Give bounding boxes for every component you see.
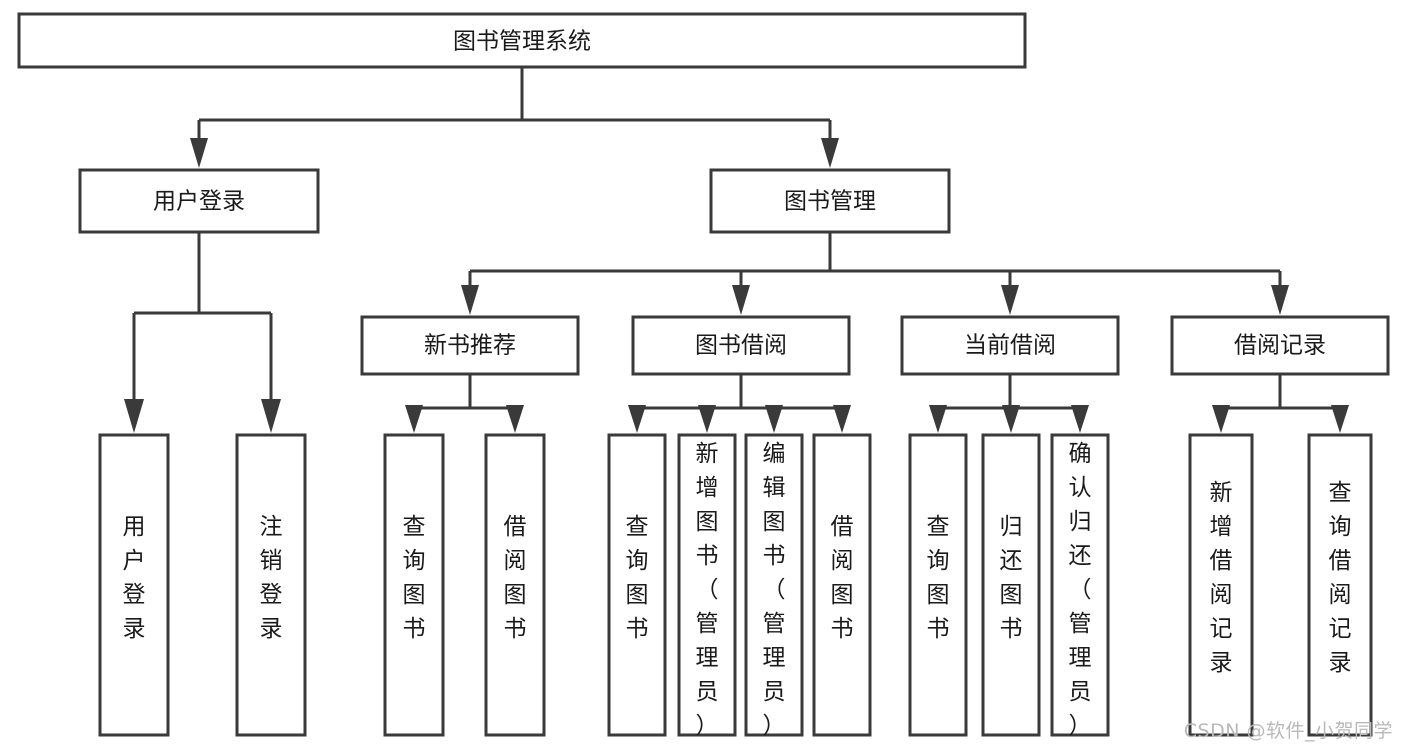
node-book-borrow[interactable]: 图书借阅	[631, 315, 851, 376]
leaf-confirm-return-label: 确认归还（管理员）	[1069, 441, 1092, 739]
node-new-book-recommend[interactable]: 新书推荐	[360, 315, 580, 376]
leaf-return-book[interactable]: 归还图书	[981, 433, 1041, 737]
leaf-edit-book-label: 编辑图书（管理员）	[763, 441, 786, 739]
arrow-head-icon	[1071, 405, 1089, 433]
leaf-add-book[interactable]: 新增图书（管理员）	[677, 433, 737, 739]
node-current-borrow-box[interactable]	[900, 315, 1120, 376]
arrow-head-icon	[1271, 285, 1289, 315]
arrow-head-icon	[929, 405, 947, 433]
arrow-head-icon	[833, 405, 851, 433]
arrow-head-icon	[124, 399, 144, 433]
leaf-borrow-book-a-label: 借阅图书	[504, 514, 527, 642]
connector-group-new-book-rec	[405, 374, 524, 433]
leaf-logout-login[interactable]: 注销登录	[235, 433, 307, 737]
leaf-query-book-b[interactable]: 查询图书	[607, 433, 667, 737]
node-book-management[interactable]: 图书管理	[709, 168, 951, 234]
arrow-head-icon	[190, 138, 208, 168]
node-root-label: 图书管理系统	[453, 29, 591, 55]
leaf-query-book-b-label: 查询图书	[626, 514, 649, 642]
arrow-head-icon	[1212, 405, 1230, 433]
leaf-logout-login-label: 注销登录	[260, 514, 283, 642]
leaf-query-book-c-box[interactable]	[908, 433, 968, 737]
arrow-head-icon	[1001, 285, 1019, 315]
leaf-add-record[interactable]: 新增借阅记录	[1188, 433, 1254, 737]
node-borrow-record[interactable]: 借阅记录	[1170, 315, 1390, 376]
node-user-login-label: 用户登录	[153, 189, 245, 215]
leaf-borrow-book-a[interactable]: 借阅图书	[484, 433, 546, 737]
arrow-head-icon	[732, 285, 750, 315]
leaf-query-book-a-label: 查询图书	[403, 514, 426, 642]
connector-group-user-login	[124, 232, 281, 433]
node-book-borrow-label: 图书借阅	[695, 333, 787, 359]
leaf-query-book-a[interactable]: 查询图书	[383, 433, 445, 737]
node-book-borrow-box[interactable]	[631, 315, 851, 376]
node-user-login[interactable]: 用户登录	[78, 168, 320, 234]
node-book-management-box[interactable]	[709, 168, 951, 234]
leaf-edit-book-box[interactable]	[744, 433, 804, 737]
leaf-borrow-book-b-box[interactable]	[812, 433, 872, 737]
node-root-box[interactable]	[17, 12, 1027, 69]
arrow-head-icon	[628, 405, 646, 433]
leaf-logout-login-box[interactable]	[235, 433, 307, 737]
connector-group-book-mgmt	[461, 232, 1289, 315]
leaf-query-record-box[interactable]	[1307, 433, 1373, 737]
connector-group-borrow-record	[1212, 374, 1349, 433]
node-new-book-recommend-box[interactable]	[360, 315, 580, 376]
node-user-login-box[interactable]	[78, 168, 320, 234]
node-current-borrow[interactable]: 当前借阅	[900, 315, 1120, 376]
leaf-query-book-c-label: 查询图书	[927, 514, 950, 642]
connector-group-current-borrow	[929, 374, 1089, 433]
arrow-head-icon	[506, 405, 524, 433]
arrow-head-icon	[461, 285, 479, 315]
node-book-management-label: 图书管理	[784, 189, 876, 215]
arrow-head-icon	[405, 405, 423, 433]
leaf-return-book-box[interactable]	[981, 433, 1041, 737]
leaf-return-book-label: 归还图书	[1000, 514, 1023, 642]
leaf-edit-book[interactable]: 编辑图书（管理员）	[744, 433, 804, 739]
arrow-head-icon	[1002, 405, 1020, 433]
node-root[interactable]: 图书管理系统	[17, 12, 1027, 69]
leaf-confirm-return[interactable]: 确认归还（管理员）	[1050, 433, 1110, 739]
leaf-query-book-c[interactable]: 查询图书	[908, 433, 968, 737]
leaf-query-book-a-box[interactable]	[383, 433, 445, 737]
leaf-query-record-label: 查询借阅记录	[1329, 480, 1352, 676]
leaf-user-login[interactable]: 用户登录	[98, 433, 170, 737]
leaf-add-book-box[interactable]	[677, 433, 737, 737]
node-new-book-recommend-label: 新书推荐	[424, 333, 516, 359]
leaf-add-book-label: 新增图书（管理员）	[696, 441, 719, 739]
node-current-borrow-label: 当前借阅	[964, 333, 1056, 359]
leaf-query-record[interactable]: 查询借阅记录	[1307, 433, 1373, 737]
leaf-add-record-box[interactable]	[1188, 433, 1254, 737]
leaf-add-record-label: 新增借阅记录	[1210, 480, 1233, 676]
arrow-head-icon	[698, 405, 716, 433]
leaf-confirm-return-box[interactable]	[1050, 433, 1110, 737]
connector-group-root	[190, 67, 839, 168]
node-borrow-record-label: 借阅记录	[1234, 333, 1326, 359]
leaf-user-login-label: 用户登录	[123, 514, 146, 642]
arrow-head-icon	[1331, 405, 1349, 433]
leaf-borrow-book-b[interactable]: 借阅图书	[812, 433, 872, 737]
leaf-borrow-book-b-label: 借阅图书	[831, 514, 854, 642]
leaf-query-book-b-box[interactable]	[607, 433, 667, 737]
connector-group-book-borrow	[628, 374, 851, 433]
leaf-borrow-book-a-box[interactable]	[484, 433, 546, 737]
arrow-head-icon	[765, 405, 783, 433]
arrow-head-icon	[261, 399, 281, 433]
arrow-head-icon	[821, 138, 839, 168]
leaf-user-login-box[interactable]	[98, 433, 170, 737]
node-borrow-record-box[interactable]	[1170, 315, 1390, 376]
